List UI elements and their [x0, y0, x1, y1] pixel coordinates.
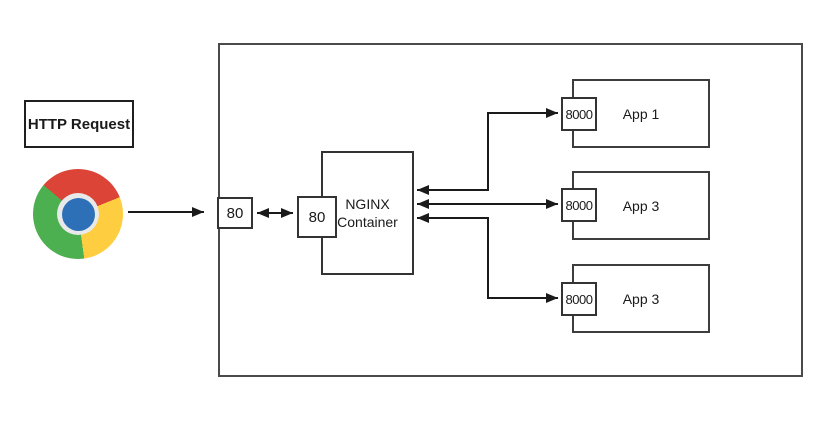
host-port-80-label: 80: [226, 204, 244, 222]
app-2-port-8000-box: 8000: [561, 188, 597, 222]
nginx-label-line2: Container: [337, 214, 398, 230]
app-1-port-8000-label: 8000: [565, 106, 593, 122]
app-1-port-8000-box: 8000: [561, 97, 597, 131]
chrome-icon-center: [61, 197, 95, 231]
app-2-label: App 3: [622, 197, 660, 214]
app-2-box: App 3: [572, 171, 710, 240]
app-3-port-8000-box: 8000: [561, 282, 597, 316]
app-1-label: App 1: [622, 105, 660, 122]
app-2-port-8000-label: 8000: [565, 197, 593, 213]
chrome-browser-icon: [33, 169, 123, 259]
app-3-label: App 3: [622, 290, 660, 307]
host-port-80-box: 80: [217, 197, 253, 229]
app-3-port-8000-label: 8000: [565, 291, 593, 307]
http-request-label: HTTP Request: [27, 115, 131, 133]
nginx-port-80-box: 80: [297, 196, 337, 238]
http-request-label-box: HTTP Request: [24, 100, 134, 148]
nginx-label-line1: NGINX: [345, 196, 390, 212]
nginx-port-80-label: 80: [308, 208, 326, 226]
